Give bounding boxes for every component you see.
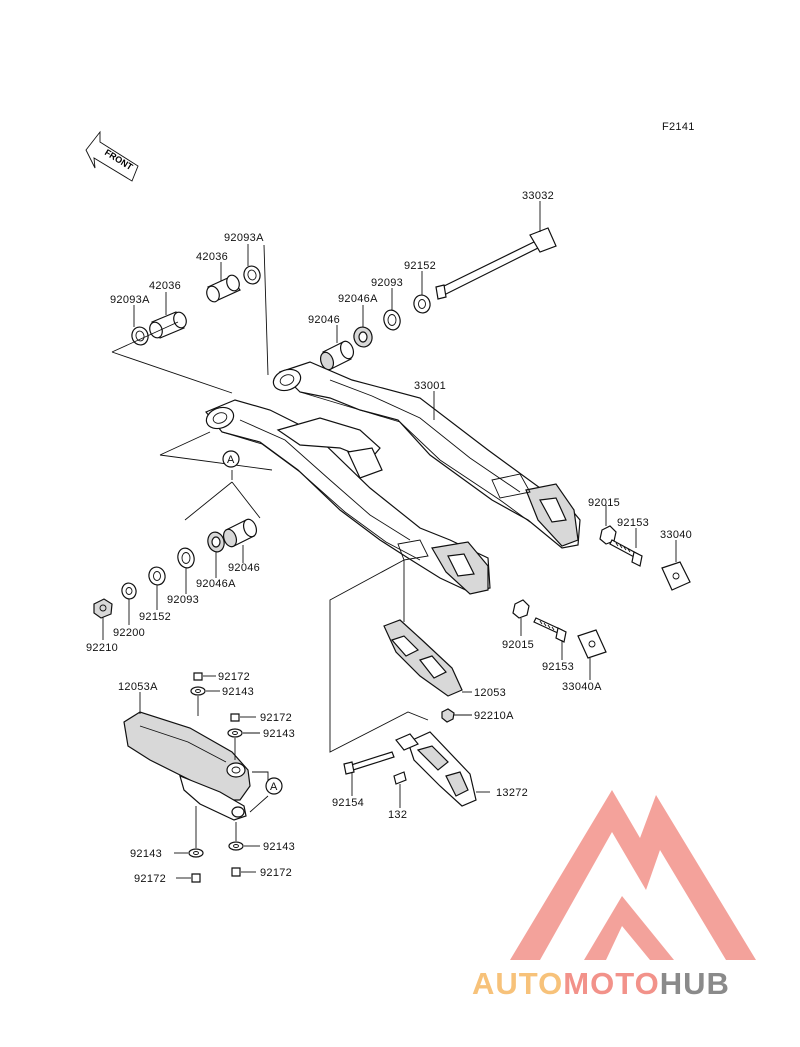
- seal-92093A-left: [131, 305, 149, 346]
- collar-92152-top: [413, 271, 431, 314]
- label-33001: 33001: [414, 380, 446, 392]
- label-12053: 12053: [474, 687, 506, 699]
- nut-92210: [93, 598, 113, 640]
- seal-92093-low: [177, 547, 195, 594]
- label-33032: 33032: [522, 190, 554, 202]
- label-92093A-left: 92093A: [110, 294, 150, 306]
- swingarm-33001: [205, 361, 581, 595]
- plate-33040: [661, 540, 691, 591]
- label-92152-top: 92152: [404, 260, 436, 272]
- label-92093-low: 92093: [167, 594, 199, 606]
- screw-132: [393, 771, 407, 808]
- chain-slider-12053: [383, 619, 472, 697]
- front-direction-arrow: FRONT: [85, 130, 139, 182]
- front-arrow-text: FRONT: [103, 147, 135, 172]
- screw-92172-d: [231, 867, 256, 877]
- label-42036-left: 42036: [149, 280, 181, 292]
- label-33040: 33040: [660, 529, 692, 541]
- label-92046-top: 92046: [308, 314, 340, 326]
- bolt-92154: [343, 751, 395, 796]
- watermark-brand: AUTOMOTOHUB: [472, 966, 730, 1001]
- screw-92172-c: [176, 873, 201, 883]
- label-92210: 92210: [86, 642, 118, 654]
- seal-92046A-low: [207, 531, 225, 578]
- swingarm-pivot-shaft: [435, 201, 557, 300]
- bushing-42036-left: [149, 292, 187, 339]
- label-92143-c: 92143: [130, 848, 162, 860]
- label-92172-d: 92172: [260, 867, 292, 879]
- label-12053A: 12053A: [118, 681, 158, 693]
- washer-92143-a: [190, 686, 220, 696]
- figure-code: F2141: [662, 121, 695, 133]
- watermark-moto: MOTO: [563, 966, 659, 1001]
- label-92093-top: 92093: [371, 277, 403, 289]
- bolt-92153-mid: [533, 617, 567, 660]
- label-42036-top: 42036: [196, 251, 228, 263]
- label-92143-d: 92143: [263, 841, 295, 853]
- watermark-auto: AUTO: [472, 966, 563, 1001]
- washer-92200: [121, 582, 137, 625]
- label-92152-low: 92152: [139, 611, 171, 623]
- label-92046-low: 92046: [228, 562, 260, 574]
- bushing-42036-top: [206, 262, 241, 303]
- bearing-92046-low: [222, 518, 258, 563]
- collar-92152-low: [148, 566, 166, 610]
- chain-guide-13272: [395, 731, 490, 807]
- ref-marker-a-upper-text: A: [227, 454, 235, 466]
- bolt-92153-right: [609, 528, 643, 567]
- label-92046A-top: 92046A: [338, 293, 378, 305]
- ref-marker-a-lower: [265, 777, 283, 795]
- swingarm-slider-12053A: [123, 692, 251, 821]
- label-92046A-low: 92046A: [196, 578, 236, 590]
- label-92153-mid: 92153: [542, 661, 574, 673]
- nut-92015-mid: [512, 599, 530, 636]
- label-92143-b: 92143: [263, 728, 295, 740]
- label-92172-a: 92172: [218, 671, 250, 683]
- label-92093A-top: 92093A: [224, 232, 264, 244]
- ref-marker-a-upper: [222, 450, 240, 468]
- washer-92143-b: [227, 728, 260, 738]
- seal-92046A-top: [353, 305, 373, 348]
- label-92172-b: 92172: [260, 712, 292, 724]
- screw-92172-a: [193, 672, 216, 681]
- seal-92093A-top: [243, 244, 261, 285]
- label-33040A: 33040A: [562, 681, 602, 693]
- seal-92093-top: [383, 288, 401, 331]
- label-92172-c: 92172: [134, 873, 166, 885]
- label-13272: 13272: [496, 787, 528, 799]
- label-92015-right: 92015: [588, 497, 620, 509]
- nut-92015-right: [599, 505, 617, 545]
- automotohub-logo: [510, 790, 756, 960]
- screw-92172-b: [230, 713, 256, 722]
- plate-33040A: [577, 629, 607, 680]
- nut-92210A: [441, 708, 472, 723]
- bearing-92046-top: [319, 325, 355, 371]
- label-92153-right: 92153: [617, 517, 649, 529]
- label-92200: 92200: [113, 627, 145, 639]
- washer-92143-d: [228, 822, 260, 851]
- label-92143-a: 92143: [222, 686, 254, 698]
- ref-marker-a-lower-text: A: [270, 781, 278, 793]
- label-92210A: 92210A: [474, 710, 514, 722]
- label-92015-mid: 92015: [502, 639, 534, 651]
- washer-92143-c: [174, 806, 204, 858]
- watermark-hub: HUB: [660, 966, 730, 1001]
- label-92154: 92154: [332, 797, 364, 809]
- label-132: 132: [388, 809, 407, 821]
